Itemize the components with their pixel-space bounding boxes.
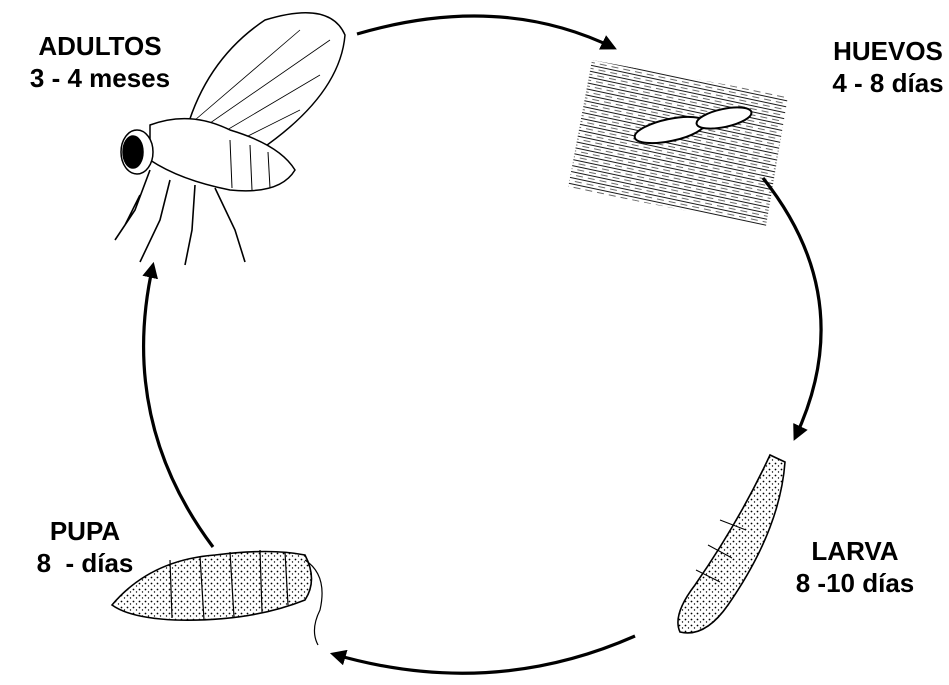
arrow-adultos-to-huevos [357, 16, 614, 48]
larva-icon [678, 455, 785, 633]
stage-name: ADULTOS [0, 30, 200, 62]
stage-label-larva: LARVA 8 -10 días [775, 535, 935, 599]
stage-duration: 8 -10 días [775, 567, 935, 599]
arrow-larva-to-pupa [333, 636, 635, 673]
arrow-huevos-to-larva [763, 178, 821, 438]
stage-name: LARVA [775, 535, 935, 567]
eggs-on-wood-icon [568, 60, 788, 226]
arrow-pupa-to-adultos [144, 265, 213, 547]
stage-name: HUEVOS [818, 35, 949, 67]
stage-duration: 4 - 8 días [818, 67, 949, 99]
stage-label-adultos: ADULTOS 3 - 4 meses [0, 30, 200, 94]
stage-duration: 3 - 4 meses [0, 62, 200, 94]
stage-name: PUPA [20, 515, 150, 547]
stage-duration: 8 - días [20, 547, 150, 579]
stage-label-pupa: PUPA 8 - días [20, 515, 150, 579]
stage-label-huevos: HUEVOS 4 - 8 días [818, 35, 949, 99]
